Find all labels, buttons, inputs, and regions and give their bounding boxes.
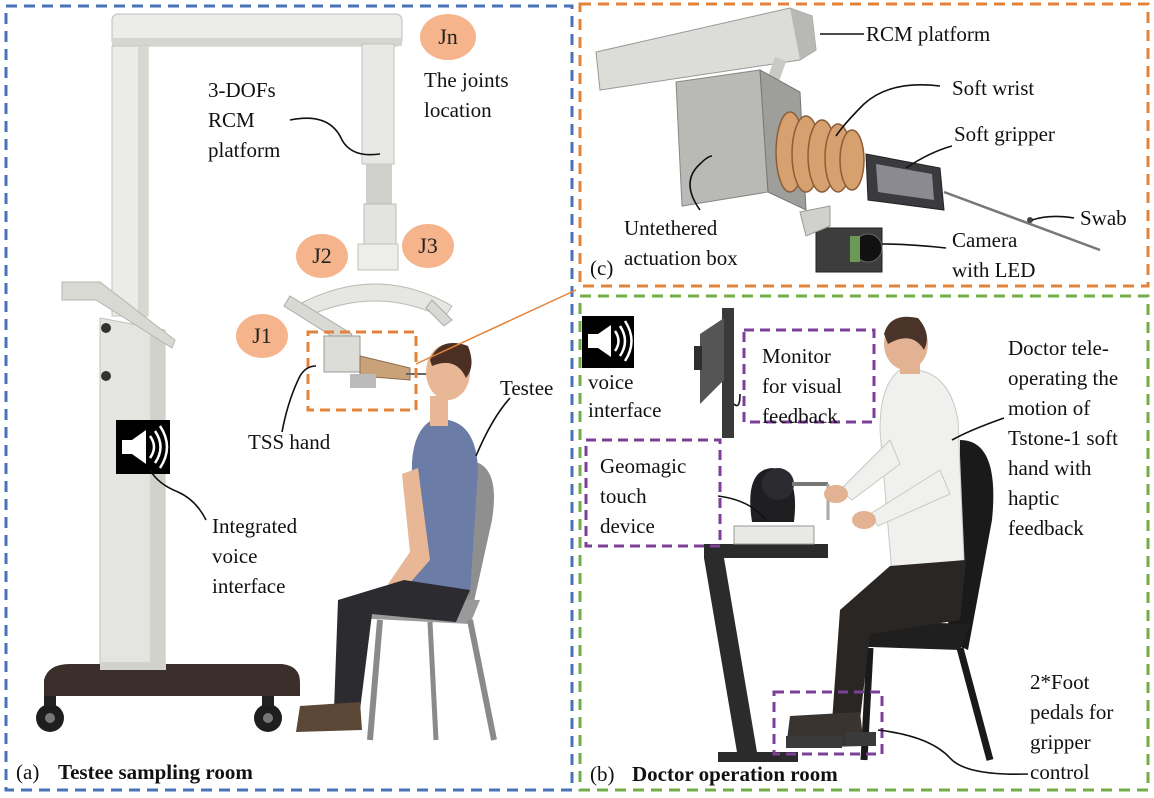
swab-label: Swab [1080, 206, 1127, 230]
testee-figure [296, 343, 497, 741]
geomagic-label-line3: device [600, 514, 655, 538]
rcm-label-line1: 3-DOFs [208, 78, 276, 102]
joints-caption-line1: The joints [424, 68, 509, 92]
pedal-label-line1: 2*Foot [1030, 670, 1090, 694]
panel-c-tag: (c) [590, 256, 614, 280]
joints-caption-line2: location [424, 98, 492, 122]
joint-legend-badge: Jn [420, 14, 476, 60]
tss-hand-highlight [306, 330, 418, 412]
monitor-label-line3: feedback [762, 404, 838, 428]
tss-hand-label: TSS hand [248, 430, 331, 454]
panel-a-title: Testee sampling room [58, 760, 253, 784]
rcm-label-line3: platform [208, 138, 281, 162]
speaker-icon-b [582, 316, 634, 368]
soft-hand-detail [595, 7, 1101, 273]
monitor-device [694, 308, 734, 438]
doctor-label-line6: haptic [1008, 486, 1060, 510]
speaker-icon [116, 420, 170, 474]
operation-desk [704, 468, 830, 762]
doctor-label-line1: Doctor tele- [1008, 336, 1109, 360]
geomagic-label-line1: Geomagic [600, 454, 687, 478]
panel-b-tag: (b) [590, 762, 615, 786]
pedal-label-line2: pedals for [1030, 700, 1114, 724]
rcm-platform-label: RCM platform [866, 22, 991, 46]
voice-label-line2: voice [212, 544, 258, 568]
rcm-stand [36, 13, 453, 732]
joint-badge-j1: J1 [236, 314, 288, 358]
geomagic-label-line2: touch [600, 484, 647, 508]
joint-badge-j2: J2 [296, 234, 348, 278]
zoom-connector [415, 289, 577, 365]
soft-gripper-label: Soft gripper [954, 122, 1055, 146]
monitor-label-line1: Monitor [762, 344, 831, 368]
doctor-label-line2: operating the [1008, 366, 1119, 390]
voice-label-line1: Integrated [212, 514, 298, 538]
callout-lines [149, 33, 1075, 775]
doctor-label-line5: hand with [1008, 456, 1092, 480]
pedal-label-line3: gripper [1030, 730, 1091, 754]
testee-label: Testee [500, 376, 554, 400]
panel-c-frame [578, 2, 1150, 288]
foot-pedals [786, 732, 876, 748]
doctor-label-line7: feedback [1008, 516, 1084, 540]
voice-label-line3: interface [212, 574, 286, 598]
rcm-label-line2: RCM [208, 108, 255, 132]
panel-a-tag: (a) [16, 760, 40, 784]
doctor-label-line3: motion of [1008, 396, 1091, 420]
monitor-highlight [742, 328, 876, 424]
pedal-highlight [772, 690, 884, 756]
panel-b-title: Doctor operation room [632, 762, 838, 786]
panel-a-frame [4, 4, 574, 792]
actuation-box-label-line2: actuation box [624, 246, 738, 270]
doctor-label-line4: Tstone-1 soft [1008, 426, 1118, 450]
pedal-label-line4: control [1030, 760, 1090, 784]
actuation-box-label-line1: Untethered [624, 216, 718, 240]
joint-badge-j3: J3 [402, 224, 454, 268]
camera-label-line2: with LED [952, 258, 1036, 282]
doctor-figure [786, 316, 994, 761]
geomagic-highlight [584, 438, 722, 548]
panel-b-frame [578, 294, 1150, 792]
camera-label-line1: Camera [952, 228, 1018, 252]
soft-wrist-label: Soft wrist [952, 76, 1035, 100]
monitor-label-line2: for visual [762, 374, 842, 398]
voice-b-label-line2: interface [588, 398, 662, 422]
voice-b-label-line1: voice [588, 370, 634, 394]
